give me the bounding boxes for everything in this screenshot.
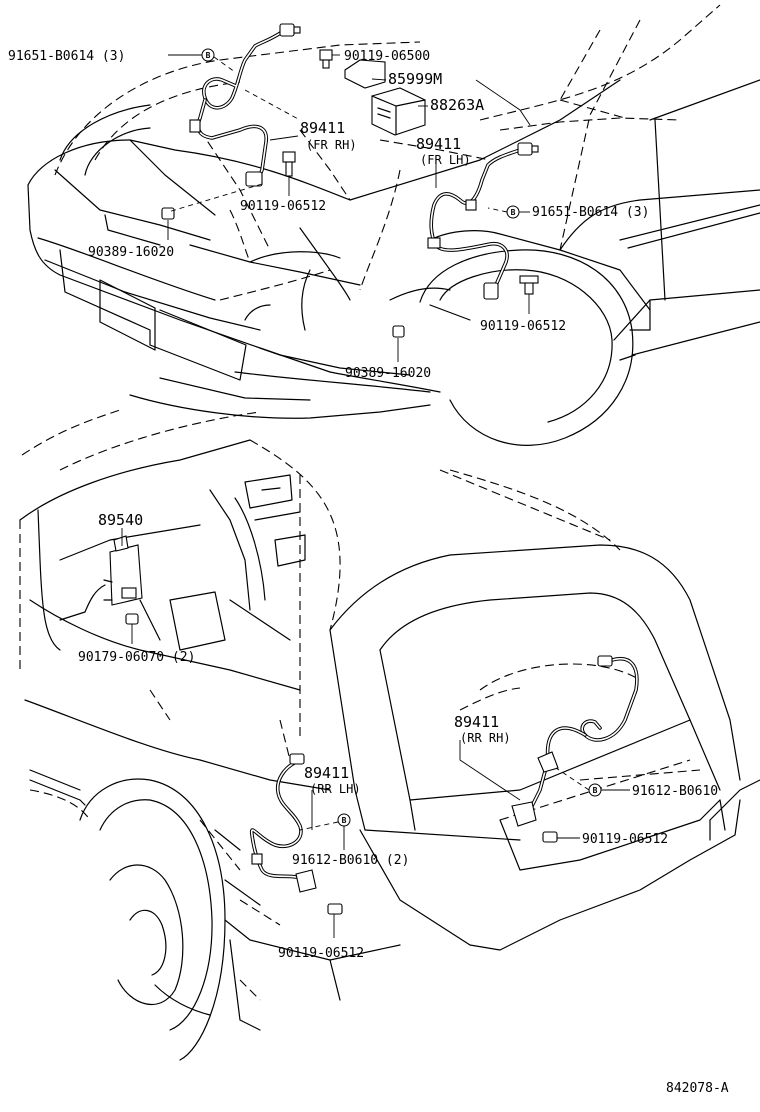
label-91612-right: 91612-B0610 — [632, 784, 718, 799]
bolt-90119-06512-front-right — [519, 275, 539, 295]
label-89411-fr-lh-sub: (FR LH) — [420, 153, 471, 167]
label-85999m: 85999M — [388, 70, 442, 88]
rear-dashed-lines — [19, 409, 701, 1001]
ecu-89540 — [103, 535, 143, 606]
bolt-90119-06512-rear-left — [327, 903, 343, 915]
leader-lines — [121, 54, 630, 938]
label-90119-06500: 90119-06500 — [344, 49, 430, 64]
label-90389-left: 90389-16020 — [88, 245, 174, 260]
svg-text:B: B — [511, 208, 516, 217]
label-91612-left: 91612-B0610 (2) — [292, 853, 409, 868]
bolt-90119-06512-front-left — [282, 151, 296, 177]
bracket-85999m — [344, 59, 386, 89]
label-90119-06512-front-right: 90119-06512 — [480, 319, 566, 334]
label-89411-rr-lh-sub: (RR LH) — [310, 782, 361, 796]
label-90119-06512-front-left: 90119-06512 — [240, 199, 326, 214]
label-90119-06512-rear-left: 90119-06512 — [278, 946, 364, 961]
clip-90389-left — [161, 207, 175, 220]
svg-text:B: B — [342, 816, 347, 825]
callout-labels: 91651-B0614 (3) 90119-06500 85999M 88263… — [8, 49, 729, 1096]
actuator-88263a — [371, 87, 426, 136]
b-badge-front-right: B — [506, 205, 520, 219]
label-88263a: 88263A — [430, 96, 484, 114]
label-90179: 90179-06070 (2) — [78, 650, 195, 665]
nut-90179 — [125, 613, 139, 625]
label-89411-rr-rh-sub: (RR RH) — [460, 731, 511, 745]
front-car-outline — [27, 79, 760, 446]
bolt-90119-06500 — [319, 49, 333, 69]
b-badge-rear-left: B — [337, 813, 351, 827]
label-89411-rr-lh: 89411 — [304, 764, 349, 782]
b-badge-front-left: B — [201, 48, 215, 62]
label-89411-fr-rh: 89411 — [300, 119, 345, 137]
label-90119-06512-rear-right: 90119-06512 — [582, 832, 668, 847]
clip-90389-center — [392, 325, 405, 338]
label-89540: 89540 — [98, 511, 143, 529]
label-91651-right: 91651-B0614 (3) — [532, 205, 649, 220]
sensor-89411-rr-rh — [511, 655, 639, 827]
figure-id: 842078-A — [666, 1081, 729, 1096]
svg-text:B: B — [593, 786, 598, 795]
label-89411-fr-rh-sub: (FR RH) — [306, 138, 357, 152]
rear-car-outline — [19, 439, 760, 1061]
label-91651-top-left: 91651-B0614 (3) — [8, 49, 125, 64]
sensor-89411-fr-rh — [189, 23, 301, 187]
label-89411-fr-lh: 89411 — [416, 135, 461, 153]
svg-text:B: B — [206, 51, 211, 60]
sensor-89411-fr-lh — [427, 142, 539, 300]
label-90389-center: 90389-16020 — [345, 366, 431, 381]
label-89411-rr-rh: 89411 — [454, 713, 499, 731]
front-dashed-lines — [54, 4, 721, 301]
b-badge-rear-right: B — [588, 783, 602, 797]
sensor-89411-rr-lh — [249, 753, 317, 893]
bolt-90119-06512-rear-right — [542, 831, 558, 843]
